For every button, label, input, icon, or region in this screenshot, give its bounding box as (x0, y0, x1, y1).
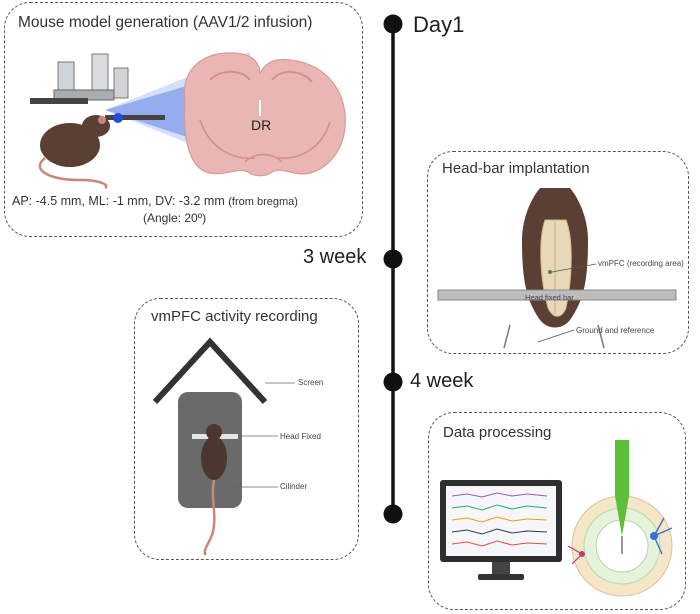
recording-setup-illustration (152, 337, 295, 555)
coordinates-main: AP: -4.5 mm, ML: -1 mm, DV: -3.2 mm (12, 194, 225, 208)
head-fixed-bar (437, 289, 677, 301)
stereotaxic-illustration (30, 52, 346, 190)
timeline-node-week3 (383, 249, 403, 269)
stereotaxic-frame (30, 53, 165, 123)
timeline-label-week3: 3 week (303, 246, 367, 268)
injection-angle: (Angle: 20º) (143, 211, 207, 225)
timeline-node-week4 (383, 372, 403, 392)
vmpfc-label: vmPFC (recording area) (598, 259, 684, 268)
region-label-dr: DR (251, 117, 272, 133)
brain-section (183, 52, 346, 177)
head-fixed-bar-label: Head fixed bar (525, 293, 574, 302)
monitor-icon (440, 480, 562, 580)
vmpfc-pointer (551, 263, 597, 273)
mouse-body (38, 115, 110, 190)
screen-label: Screen (298, 378, 324, 387)
skull (522, 188, 588, 328)
timeline-label-day1: Day1 (413, 12, 465, 37)
ground-pointer (537, 329, 575, 343)
injection-coordinates: AP: -4.5 mm, ML: -1 mm, DV: -3.2 mm (fro… (12, 194, 298, 208)
coordinates-reference: (from bregma) (228, 196, 298, 208)
panel-processing-title: Data processing (443, 424, 552, 441)
panel-recording (134, 298, 359, 560)
electrode-icon (567, 440, 673, 597)
processing-illustration (440, 440, 673, 597)
cilinder-label: Cilinder (280, 482, 308, 491)
ground-reference-label: Ground and reference (576, 326, 655, 335)
light-beam-core (105, 85, 190, 138)
skull-illustration (437, 188, 677, 349)
panel-recording-title: vmPFC activity recording (151, 308, 318, 325)
timeline-node-end (383, 504, 403, 524)
panel-headbar-title: Head-bar implantation (442, 160, 590, 177)
timeline-label-week4: 4 week (410, 370, 474, 392)
timeline-node-day1 (383, 14, 403, 34)
screen-shape (152, 337, 268, 405)
head-fixed-label: Head Fixed (280, 432, 321, 441)
panel-mouse-model-title: Mouse model generation (AAV1/2 infusion) (18, 14, 313, 31)
mouse-top-view (201, 436, 227, 480)
